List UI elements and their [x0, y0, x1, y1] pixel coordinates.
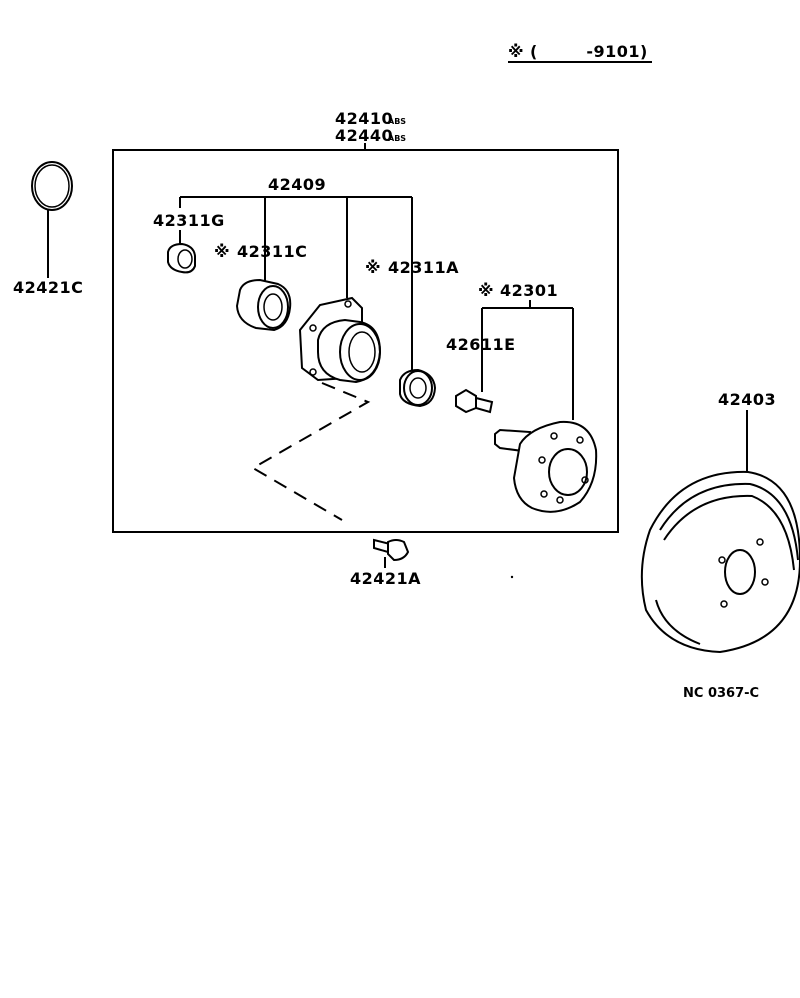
stray-dot — [510, 575, 514, 579]
part-42611E: 42611E — [446, 335, 516, 414]
bolt-head — [387, 539, 410, 562]
part-42301: ※ 42301 — [478, 281, 598, 513]
dashed-assembly-path — [251, 382, 371, 521]
hub-hole-5 — [540, 490, 548, 498]
drum-hole-4 — [720, 600, 728, 608]
o-ring-inner — [34, 164, 70, 208]
drum-outer — [640, 470, 800, 654]
drum-rim-line-2 — [663, 494, 795, 571]
o-ring-42421C: 42421C — [13, 161, 83, 297]
hub-hole-4 — [581, 476, 589, 484]
drum-hole-2 — [718, 556, 726, 564]
label-42311G: 42311G — [153, 211, 225, 230]
drum-rim-line-3 — [655, 599, 701, 645]
part-42421A: 42421A — [350, 538, 421, 588]
bearing-face-outer — [257, 285, 289, 329]
label-42421A: 42421A — [350, 569, 421, 588]
part-42403: 42403 — [640, 390, 800, 654]
o-ring-outer — [31, 161, 73, 211]
hub-carrier — [298, 296, 382, 384]
label-42410-suffix: ABS — [388, 117, 406, 126]
stud-thread — [475, 396, 494, 414]
applicability-note: ※ ( -9101) — [508, 42, 652, 63]
note-range: ( -9101) — [530, 42, 648, 61]
carrier-bolt-3 — [309, 368, 317, 376]
bracket-42409: 42409 — [179, 175, 413, 370]
star-42311A: ※ — [365, 258, 381, 277]
label-42409: 42409 — [268, 175, 326, 194]
label-42403: 42403 — [718, 390, 776, 409]
carrier-bolt-1 — [309, 324, 317, 332]
part-42311G: 42311G — [153, 211, 225, 274]
label-42301: 42301 — [500, 281, 558, 300]
label-42440-suffix: ABS — [388, 134, 406, 143]
hub-hole-3 — [576, 436, 584, 444]
bearing-face-inner — [263, 293, 283, 321]
drum-rim-line-1 — [659, 482, 799, 561]
part-42311A: ※ 42311A — [365, 258, 459, 408]
note-mark: ※ — [508, 42, 524, 61]
seal-body — [399, 368, 437, 408]
drum-center-hole — [724, 549, 756, 595]
label-42311A: 42311A — [388, 258, 459, 277]
assembly-box — [112, 149, 619, 533]
carrier-bolt-2 — [344, 300, 352, 308]
seal-face-inner — [409, 377, 427, 399]
label-42410: 42410 — [335, 109, 393, 128]
cap-body — [167, 242, 196, 274]
carrier-bore-outer — [339, 323, 381, 381]
star-42311C: ※ — [214, 242, 230, 261]
hub-flange — [512, 420, 598, 513]
star-42301: ※ — [478, 281, 494, 300]
assembly-labels: 42410 ABS 42440 ABS — [335, 109, 406, 150]
label-42611E: 42611E — [446, 335, 516, 354]
drum-hole-3 — [761, 578, 769, 586]
label-42421C: 42421C — [13, 278, 83, 297]
stud-head — [455, 388, 477, 414]
hub-hole-6 — [556, 496, 564, 504]
hub-center-bore — [548, 448, 588, 496]
label-42440: 42440 — [335, 126, 393, 145]
hub-hole-1 — [538, 456, 546, 464]
figure-code: NC 0367-C — [683, 686, 759, 701]
label-42311C: 42311C — [237, 242, 307, 261]
cap-end — [177, 249, 193, 269]
drum-hole-1 — [756, 538, 764, 546]
part-42311C: ※ 42311C — [214, 242, 307, 332]
carrier-bore-inner — [348, 331, 376, 373]
seal-face-outer — [403, 370, 433, 406]
hub-hole-2 — [550, 432, 558, 440]
